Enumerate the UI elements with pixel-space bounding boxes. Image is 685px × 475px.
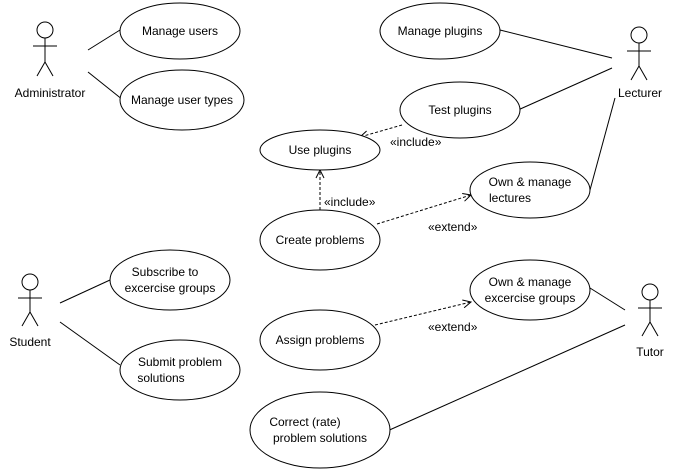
svg-text:Lecturer: Lecturer [618, 86, 662, 100]
actor-tutor: Tutor [636, 283, 664, 359]
svg-text:Use plugins: Use plugins [289, 143, 352, 157]
svg-text:Manage users: Manage users [142, 24, 218, 38]
use-case-own-manage-groups: Own & manage excercise groups [469, 259, 591, 321]
svg-text:Administrator: Administrator [15, 86, 86, 100]
actor-student: Student [9, 273, 51, 349]
extend-create-to-lectures-arrow [376, 195, 471, 225]
use-case-own-manage-lectures: Own & manage lectures [469, 161, 591, 219]
use-case-manage-users: Manage users [119, 2, 241, 60]
assoc-tutor-correct [384, 324, 626, 433]
actor-figure-icon [630, 26, 648, 44]
include-label-create-use: «include» [324, 195, 376, 209]
use-case-submit-solutions: Submit problem solutions [119, 339, 241, 401]
svg-text:excercise groups: excercise groups [125, 281, 216, 295]
assoc-tutor-own-groups [589, 287, 626, 311]
assoc-lecturer-own-lectures [589, 97, 616, 191]
svg-text:solutions: solutions [137, 371, 184, 385]
actor-figure-icon [641, 283, 659, 301]
actor-figure-icon [21, 273, 39, 291]
use-case-create-problems: Create problems [259, 209, 381, 271]
svg-text:Own & manage: Own & manage [489, 275, 572, 289]
assoc-admin-manage-users [87, 29, 121, 51]
svg-text:Manage plugins: Manage plugins [398, 24, 483, 38]
svg-text:problem solutions: problem solutions [273, 431, 367, 445]
actor-administrator: Administrator [15, 21, 86, 100]
extend-label-assign-groups: «extend» [428, 320, 478, 334]
use-case-use-plugins: Use plugins [259, 129, 381, 171]
svg-text:excercise groups: excercise groups [485, 291, 576, 305]
use-case-correct-solutions: Correct (rate) problem solutions [249, 391, 391, 469]
use-case-manage-user-types: Manage user types [119, 69, 245, 131]
actor-lecturer: Lecturer [618, 26, 662, 100]
use-case-subscribe-groups: Subscribe to excercise groups [109, 249, 231, 311]
assoc-student-subscribe [59, 279, 111, 304]
assoc-admin-manage-user-types [87, 71, 124, 101]
assoc-lecturer-test-plugins [517, 67, 613, 111]
svg-text:Tutor: Tutor [636, 345, 664, 359]
svg-text:Subscribe to: Subscribe to [132, 265, 199, 279]
extend-label-create-lectures: «extend» [428, 220, 478, 234]
assoc-lecturer-manage-plugins [499, 29, 613, 59]
svg-text:lectures: lectures [489, 191, 531, 205]
extend-assign-to-groups-arrow [374, 302, 471, 326]
svg-text:Manage user types: Manage user types [131, 93, 233, 107]
use-case-test-plugins: Test plugins [399, 81, 521, 139]
include-test-to-use-arrow [360, 124, 403, 137]
use-case-assign-problems: Assign problems [259, 309, 381, 371]
svg-text:Create problems: Create problems [276, 233, 365, 247]
svg-text:Test plugins: Test plugins [428, 103, 491, 117]
svg-text:Correct (rate): Correct (rate) [269, 415, 340, 429]
assoc-student-submit [59, 321, 121, 366]
use-case-manage-plugins: Manage plugins [379, 2, 501, 60]
svg-text:Submit problem: Submit problem [138, 355, 222, 369]
svg-text:Assign problems: Assign problems [276, 333, 365, 347]
include-label-test-use: «include» [390, 135, 442, 149]
svg-text:Own & manage: Own & manage [489, 175, 572, 189]
svg-text:Student: Student [9, 335, 51, 349]
actor-figure-icon [36, 21, 54, 39]
